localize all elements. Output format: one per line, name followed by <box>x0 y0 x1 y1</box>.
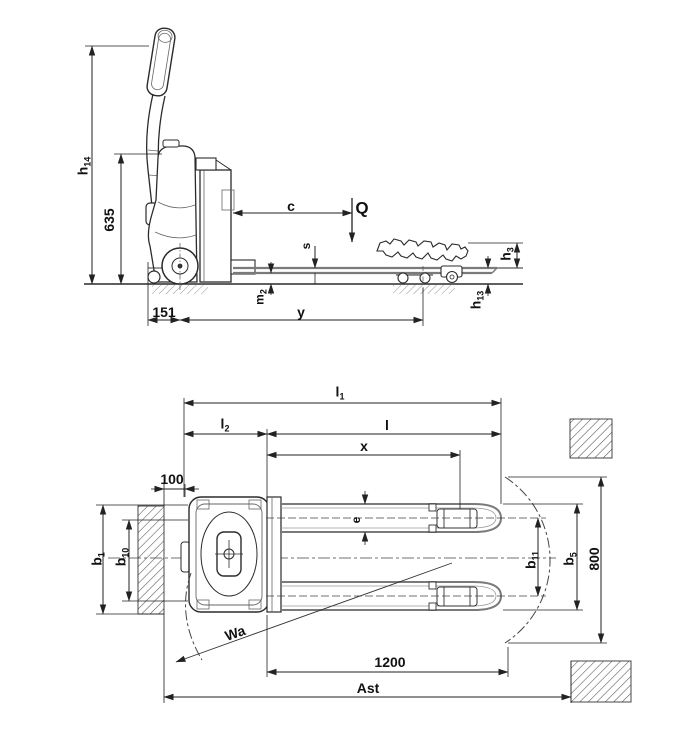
truck-body-top <box>180 496 282 613</box>
turning-radius-line <box>175 562 453 663</box>
dim-label-151: 151 <box>152 304 176 320</box>
side-view <box>84 27 523 326</box>
mast-cap <box>195 157 217 171</box>
fork-side <box>233 266 523 275</box>
dim-label-h14: h14 <box>74 156 93 176</box>
aisle-walls <box>137 418 632 703</box>
dim-x-lines <box>266 450 461 509</box>
dim-label-e: e <box>349 516 363 524</box>
fork-bottom-roller-cutout <box>436 586 478 607</box>
turning-arc-right <box>504 476 551 644</box>
top-view <box>96 398 632 703</box>
dim-label-b10: b10 <box>112 547 131 567</box>
dim-label-x: x <box>360 438 368 454</box>
top-dimensions <box>96 398 607 703</box>
dim-ast-lines <box>163 661 572 703</box>
drive-unit <box>200 511 258 597</box>
dim-label-b5: b5 <box>560 552 579 566</box>
dim-label-b1: b1 <box>88 552 107 566</box>
dim-label-635: 635 <box>101 208 117 232</box>
top-right-wall-hatch <box>569 418 613 459</box>
dim-b1-lines <box>96 504 188 615</box>
turning-arc-left <box>185 572 203 661</box>
dim-label-c: c <box>287 198 295 214</box>
mast-box <box>199 169 232 283</box>
dim-l2-l-lines <box>183 429 502 497</box>
dim-label-l: l <box>385 417 389 433</box>
bottom-right-wall-hatch <box>570 660 632 703</box>
load-silhouette <box>376 238 469 262</box>
dim-h3-lines <box>468 242 523 269</box>
dim-b5-lines <box>503 503 583 611</box>
stabilizer-wheel <box>147 270 161 284</box>
dim-151-y-lines <box>147 262 424 326</box>
dim-label-s: s <box>299 242 313 250</box>
dim-label-800: 800 <box>586 547 602 571</box>
dim-label-100: 100 <box>160 471 184 487</box>
dim-l1-lines <box>183 398 502 504</box>
load-rollers <box>396 265 463 292</box>
drive-wheel <box>147 243 199 292</box>
dim-label-l1: l1 <box>335 383 345 402</box>
dim-label-b11: b11 <box>522 550 541 570</box>
cover-lid <box>162 139 180 148</box>
ground-line <box>84 283 523 294</box>
dim-800-lines <box>508 476 607 644</box>
ground-hatch-right <box>393 285 455 294</box>
dim-label-l2: l2 <box>220 415 230 434</box>
load-label-Q: Q <box>355 198 369 218</box>
left-wall-hatch <box>137 505 165 615</box>
dim-label-y: y <box>297 304 305 320</box>
dim-label-1200: 1200 <box>374 654 406 670</box>
dim-b10-lines <box>122 519 188 602</box>
dim-label-Ast: Ast <box>356 680 380 696</box>
dim-label-m2: m2 <box>252 289 269 305</box>
dim-635-lines <box>114 153 162 285</box>
dim-100-lines <box>151 484 199 497</box>
forks-top <box>266 503 546 611</box>
dim-label-h13: h13 <box>467 290 486 310</box>
turning-radius <box>175 476 551 663</box>
dim-h14-lines <box>85 45 149 285</box>
fork-carriage <box>266 496 282 613</box>
dim-label-h3: h3 <box>497 247 516 261</box>
side-dimensions <box>85 45 523 326</box>
fork-top-roller-cutout <box>436 508 478 529</box>
dim-1200-lines <box>266 615 509 677</box>
